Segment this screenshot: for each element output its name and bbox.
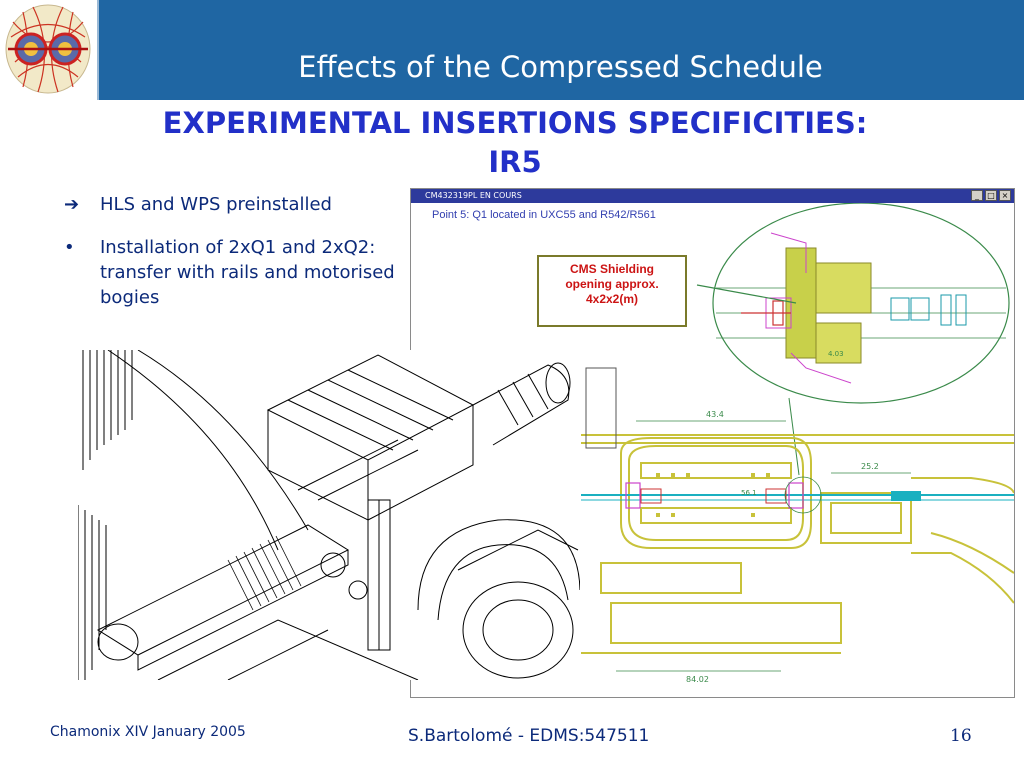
maximize-button[interactable]: □ <box>985 190 997 201</box>
footer-author: S.Bartolomé - EDMS:547511 <box>408 726 650 746</box>
bullet-dot-icon: • <box>64 237 75 258</box>
isometric-quadrupole-drawing <box>77 349 581 681</box>
window-title: CM432319PL EN COURS <box>425 191 522 200</box>
window-titlebar[interactable]: CM432319PL EN COURS _ □ × <box>411 189 1014 203</box>
callout-line: opening approx. <box>565 277 659 291</box>
section-heading-line2: IR5 <box>488 145 542 179</box>
bullet-text: HLS and WPS preinstalled <box>100 194 332 215</box>
cms-shielding-callout: CMS Shielding opening approx. 4x2x2(m) <box>537 255 687 327</box>
page-number: 16 <box>950 726 972 746</box>
quadrupole-transport-illustration <box>77 349 581 681</box>
point-location-label: Point 5: Q1 located in UXC55 and R542/R5… <box>432 209 656 221</box>
cavern-layout-drawing: 4.03 43.4 25.2 84.02 <box>581 203 1014 684</box>
close-button[interactable]: × <box>999 190 1011 201</box>
window-controls: _ □ × <box>971 190 1011 201</box>
bullet-item: ➔ HLS and WPS preinstalled <box>60 192 405 217</box>
dimension-label: 56.1 <box>741 489 757 497</box>
arrow-icon: ➔ <box>64 194 80 215</box>
bullet-text: Installation of 2xQ1 and 2xQ2: transfer … <box>100 237 395 308</box>
footer-event: Chamonix XIV January 2005 <box>50 724 246 740</box>
dimension-label: 43.4 <box>706 410 724 419</box>
callout-line: CMS Shielding <box>570 262 654 276</box>
minimize-button[interactable]: _ <box>971 190 983 201</box>
title-bar: Effects of the Compressed Schedule <box>0 0 1024 100</box>
bullet-item: • Installation of 2xQ1 and 2xQ2: transfe… <box>60 235 405 310</box>
slide-title: Effects of the Compressed Schedule <box>298 50 823 84</box>
dimension-label: 25.2 <box>861 462 879 471</box>
dimension-label: 84.02 <box>686 675 709 684</box>
logo <box>0 0 99 100</box>
callout-line: 4x2x2(m) <box>585 292 639 306</box>
section-heading: EXPERIMENTAL INSERTIONS SPECIFICITIES: I… <box>60 104 970 182</box>
bullet-list: ➔ HLS and WPS preinstalled • Installatio… <box>60 192 405 328</box>
section-heading-line1: EXPERIMENTAL INSERTIONS SPECIFICITIES: <box>162 106 868 140</box>
dimension-label: 4.03 <box>828 350 844 358</box>
lhc-logo-icon <box>5 4 91 94</box>
